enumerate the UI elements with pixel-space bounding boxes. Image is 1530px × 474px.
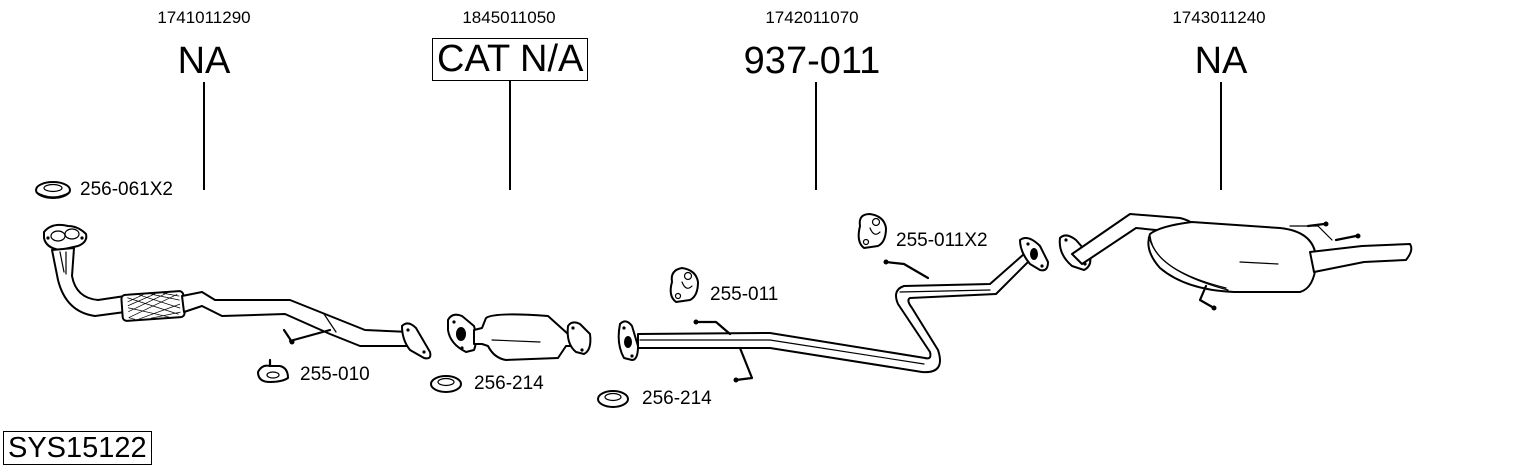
catalytic-converter-drawing[interactable] (447, 313, 592, 361)
rear-silencer-drawing[interactable] (1058, 213, 1413, 311)
accessory-label-bracket-255-010[interactable]: 255-010 (300, 364, 370, 385)
front-pipe-drawing[interactable] (43, 223, 432, 360)
accessory-label-hanger-255-011[interactable]: 255-011 (710, 284, 779, 305)
part-label-front-pipe[interactable]: NA (177, 40, 231, 82)
middle-pipe-drawing[interactable] (617, 237, 1049, 383)
part-label-catalytic-converter-box[interactable]: CAT N/A (432, 38, 589, 81)
oe-number-rear-silencer: 1743011240 (1172, 8, 1266, 27)
mounting-bracket-icon (257, 358, 289, 383)
oe-number-middle-pipe: 1742011070 (765, 8, 859, 27)
oe-number-catalytic-converter: 1845011050 (462, 8, 556, 27)
leader-line-catalytic-converter (509, 81, 511, 190)
leader-line-rear-silencer (1220, 82, 1222, 190)
leader-line-middle-pipe (815, 82, 817, 190)
accessory-label-gasket-256-214-mid[interactable]: 256-214 (642, 388, 712, 409)
part-label-catalytic-converter: CAT N/A (432, 38, 589, 81)
gasket-ring-icon (597, 390, 629, 408)
rubber-hanger-icon (669, 267, 699, 303)
accessory-label-hanger-255-011x2[interactable]: 255-011X2 (896, 230, 988, 251)
accessory-label-gasket-256-061x2[interactable]: 256-061X2 (80, 179, 173, 200)
oe-number-front-pipe: 1741011290 (157, 8, 251, 27)
system-code-box: SYS15122 (3, 431, 152, 465)
part-label-middle-pipe[interactable]: 937-011 (743, 40, 881, 82)
part-label-rear-silencer[interactable]: NA (1194, 40, 1248, 82)
accessory-label-gasket-256-214-cat[interactable]: 256-214 (474, 373, 544, 394)
gasket-ring-icon (35, 181, 71, 199)
leader-line-front-pipe (203, 82, 205, 190)
system-code: SYS15122 (3, 431, 152, 465)
rubber-hanger-icon (857, 213, 887, 249)
gasket-ring-icon (430, 375, 462, 393)
